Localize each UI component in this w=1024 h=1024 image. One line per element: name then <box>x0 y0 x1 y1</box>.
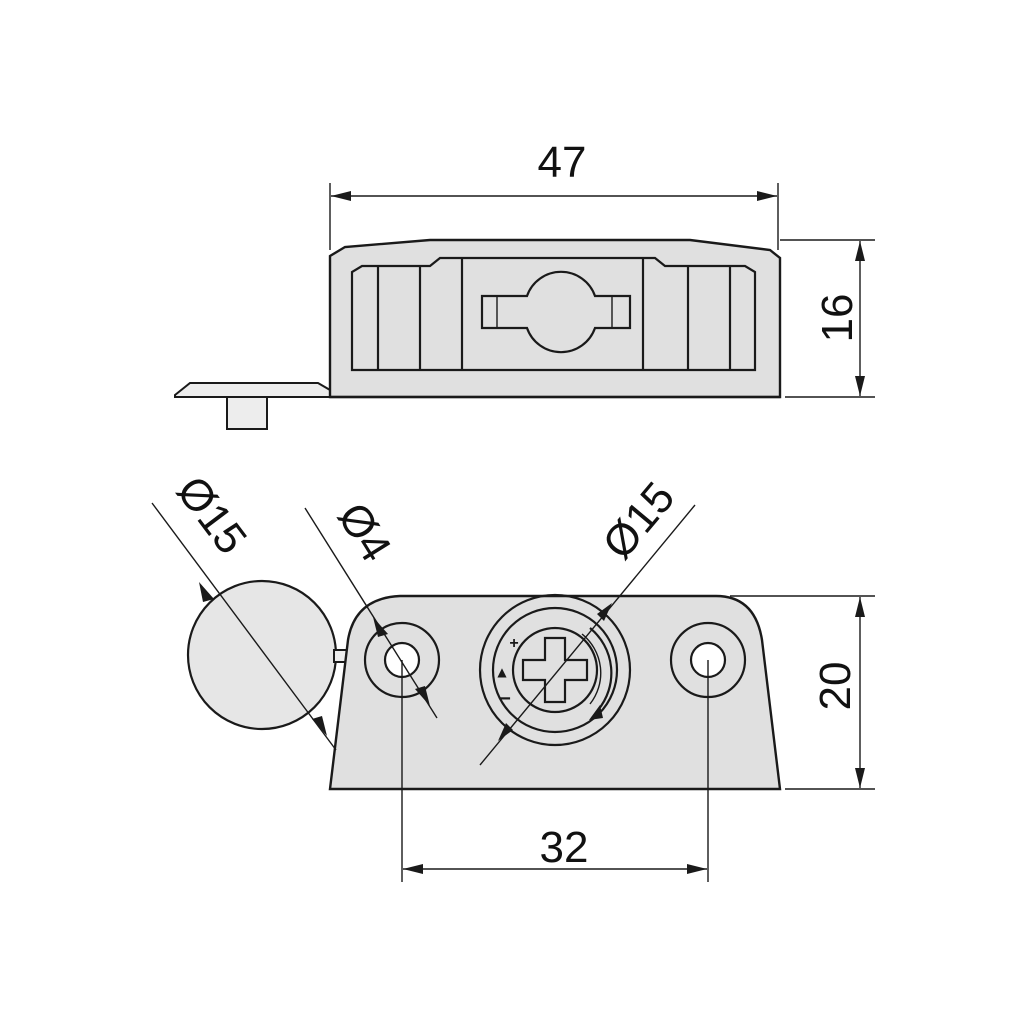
flange-plate <box>174 382 331 398</box>
cross-recess-icon <box>521 636 589 704</box>
rotation-arrow-inner <box>581 633 602 705</box>
dim-cam-diameter-label: Ø15 <box>593 473 684 568</box>
dim-47-label: 47 <box>538 138 587 187</box>
dim-hole-diameter-label: Ø4 <box>328 494 401 570</box>
top-view: 47 16 <box>174 138 875 430</box>
top-cam-slot <box>480 270 632 354</box>
dim-16-label: 16 <box>813 294 862 343</box>
dim-32-label: 32 <box>540 823 589 872</box>
cam-screw-head <box>511 626 599 714</box>
dim-cap-diameter-leader <box>151 502 337 751</box>
top-body-recess <box>350 256 757 372</box>
cam-ring <box>491 606 619 734</box>
flange-peg <box>226 396 268 430</box>
dim-cap-diameter-label: Ø15 <box>167 467 256 563</box>
cover-cap <box>186 579 338 731</box>
plus-mark: + <box>509 635 518 652</box>
rotation-arrow-icon <box>589 627 613 711</box>
minus-mark: − <box>499 688 511 710</box>
dim-hole-diameter-leader <box>304 507 438 719</box>
top-body <box>328 238 782 399</box>
cam-housing <box>478 593 632 747</box>
dim-20-label: 20 <box>811 662 860 711</box>
triangle-mark: ▲ <box>497 665 507 679</box>
bottom-view: + ▲ − Ø15 Ø4 Ø15 20 32 <box>151 467 875 882</box>
dim-cam-diameter-leader <box>479 504 696 766</box>
